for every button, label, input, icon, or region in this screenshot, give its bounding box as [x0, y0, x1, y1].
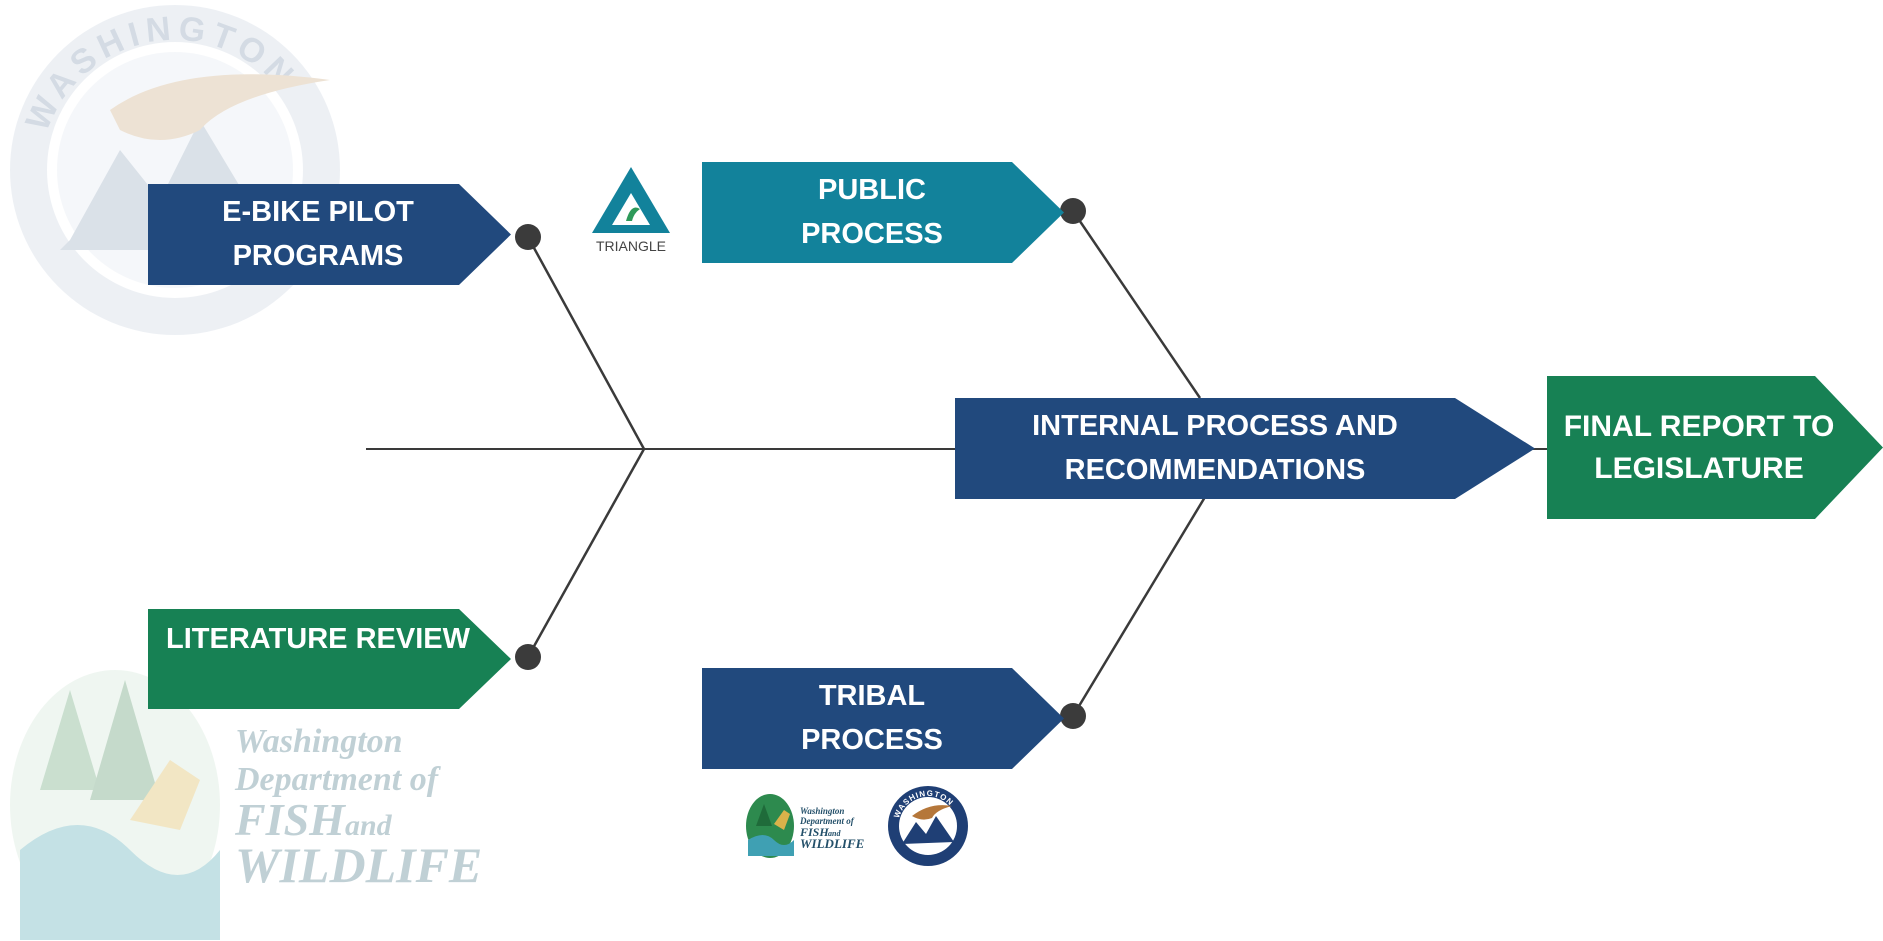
- ebike-box-label: E-BIKE PILOT PROGRAMS: [148, 184, 488, 285]
- internal-box-label: INTERNAL PROCESS AND RECOMMENDATIONS: [955, 398, 1475, 499]
- dot-ebike: [515, 224, 541, 250]
- tribal-line1: TRIBAL: [818, 680, 926, 712]
- tribal-box-shape: [702, 668, 1064, 769]
- wdfw-small-line2: Department of: [799, 816, 855, 826]
- wdfw-logo-watermark: Washington Department of FISH and WILDLI…: [10, 670, 482, 940]
- public-box-shape: [702, 162, 1064, 263]
- bone-tribal: [1071, 496, 1207, 717]
- wdfw-watermark-line2: Department of: [234, 761, 442, 798]
- literature-box-shape: [148, 609, 511, 709]
- public-line1: PUBLIC: [818, 174, 926, 206]
- triangle-logo-text: TRIANGLE: [596, 238, 666, 254]
- final-box-label: FINAL REPORT TO LEGISLATURE: [1547, 376, 1851, 519]
- final-line1: FINAL REPORT TO: [1563, 409, 1835, 443]
- wdfw-small-line1: Washington: [800, 806, 844, 816]
- triangle-logo: TRIANGLE: [592, 167, 670, 254]
- internal-line1: INTERNAL PROCESS AND: [1032, 410, 1398, 442]
- tribal-line2: PROCESS: [801, 723, 943, 756]
- wdfw-small-line4: WILDLIFE: [800, 836, 864, 851]
- dnr-seal-small: WASHINGTON: [888, 786, 968, 866]
- internal-line2: RECOMMENDATIONS: [1064, 453, 1366, 486]
- internal-box-shape: [955, 398, 1535, 499]
- dot-public: [1060, 198, 1086, 224]
- ebike-line2: PROGRAMS: [232, 239, 404, 272]
- wdfw-small-line3b: and: [828, 829, 841, 838]
- wdfw-watermark-line4: WILDLIFE: [235, 837, 482, 893]
- bone-ebike: [526, 236, 646, 450]
- bone-literature: [526, 448, 646, 658]
- wdfw-watermark-line1: Washington: [235, 723, 403, 760]
- literature-box-label: LITERATURE REVIEW: [148, 609, 488, 671]
- public-box-label: PUBLIC PROCESS: [702, 162, 1042, 263]
- ebike-line1: E-BIKE PILOT: [222, 196, 414, 228]
- final-line2: LEGISLATURE: [1594, 451, 1804, 485]
- public-line2: PROCESS: [801, 217, 943, 250]
- ebike-box-shape: [148, 184, 511, 285]
- literature-line1: LITERATURE REVIEW: [166, 623, 470, 656]
- final-box-shape: [1547, 376, 1883, 519]
- wdfw-watermark-line3b: and: [345, 809, 393, 842]
- wdfw-watermark-line3: FISH: [234, 794, 346, 845]
- bone-public: [1071, 210, 1202, 399]
- wdfw-small-line3: FISH: [799, 825, 829, 839]
- tribal-box-label: TRIBAL PROCESS: [702, 668, 1042, 769]
- dot-literature: [515, 644, 541, 670]
- wdfw-logo-small: Washington Department of FISH and WILDLI…: [746, 794, 864, 858]
- dot-tribal: [1060, 703, 1086, 729]
